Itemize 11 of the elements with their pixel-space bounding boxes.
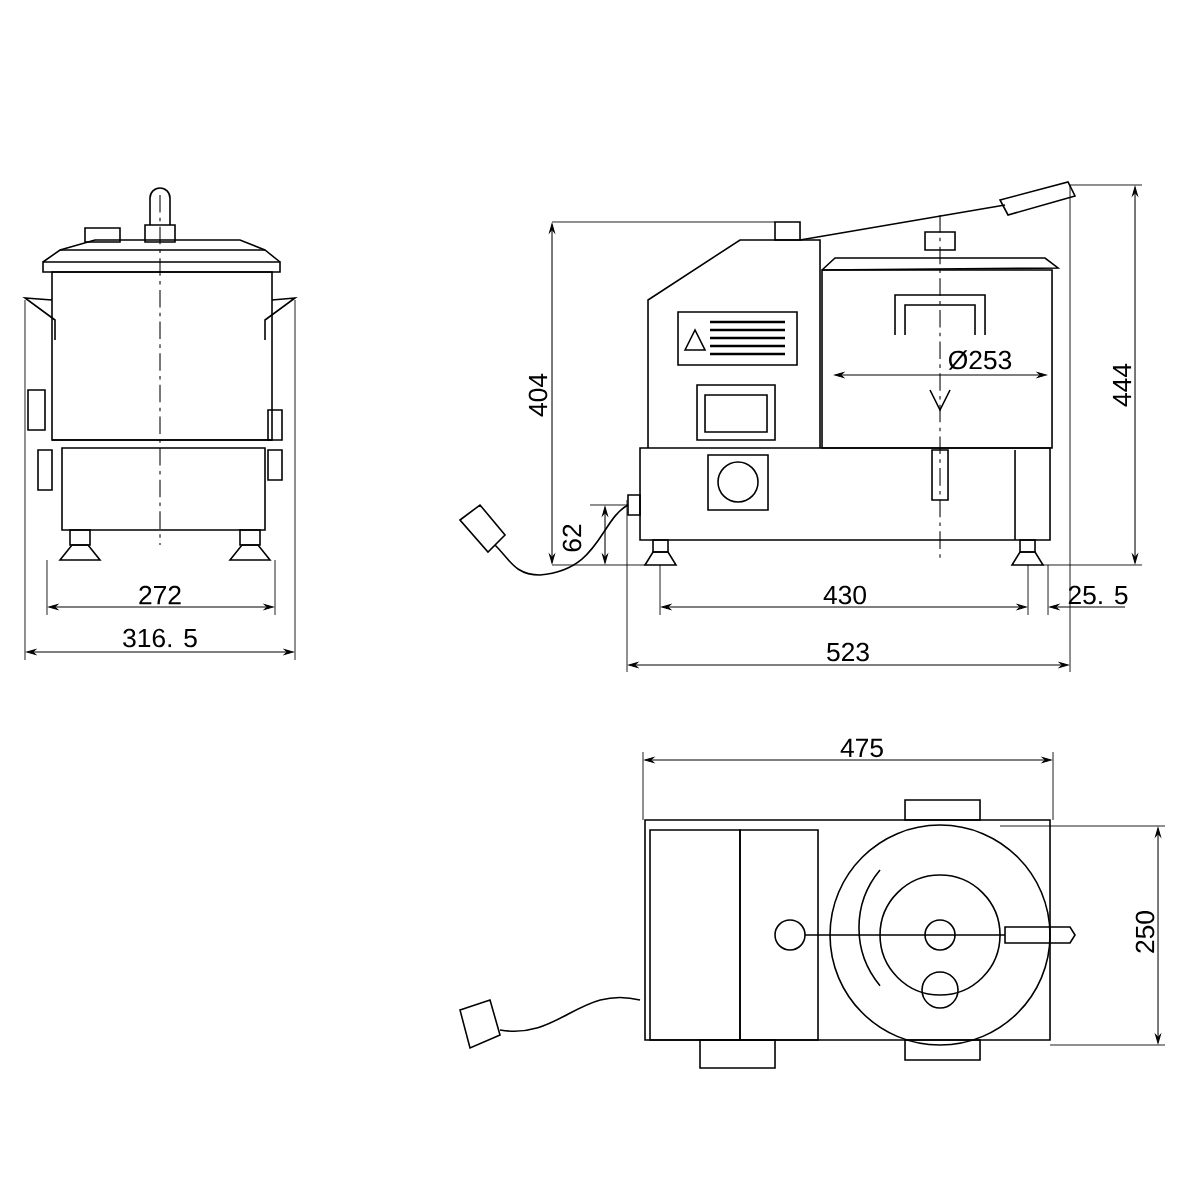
dimension-label: Ø253 xyxy=(948,350,1012,370)
dimension-label: 25. 5 xyxy=(1068,585,1128,605)
dimension-label: 404 xyxy=(528,373,548,417)
dimension-label: 444 xyxy=(1112,363,1132,407)
dimension-label: 430 xyxy=(823,585,866,605)
dimension-label: 62 xyxy=(562,524,582,552)
dimension-label: 272 xyxy=(139,585,181,605)
dimension-label: 523 xyxy=(827,642,869,662)
dimension-label: 316. 5 xyxy=(123,628,197,648)
dimension-label: 250 xyxy=(1135,911,1155,953)
dimension-label: 475 xyxy=(840,738,883,758)
